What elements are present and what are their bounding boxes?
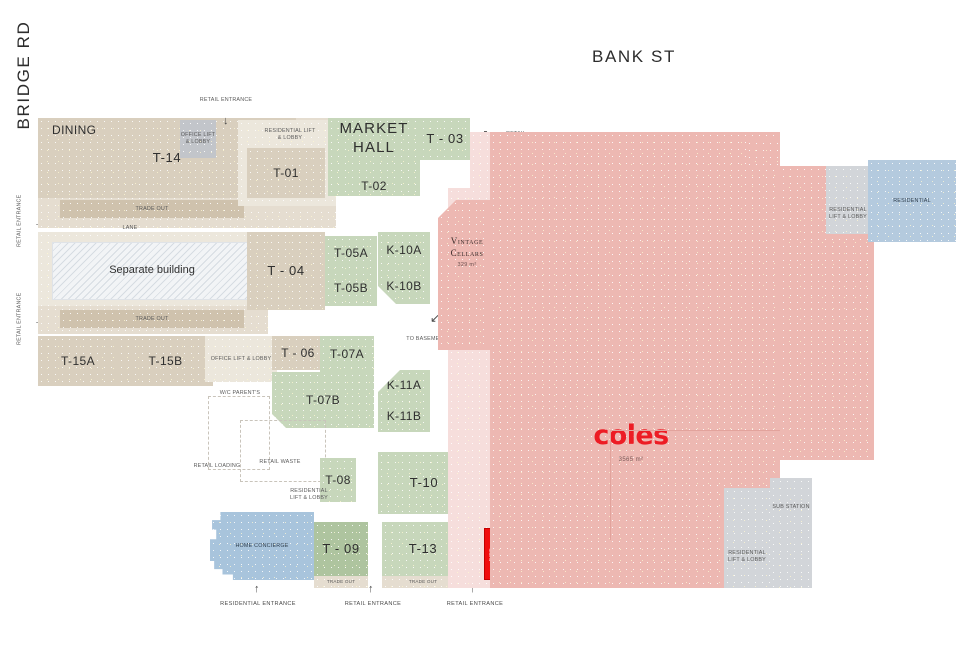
tenancy-label-t14: T-14 xyxy=(152,149,182,165)
tenancy-t15b[interactable]: T-15B xyxy=(118,336,213,386)
home-concierge[interactable]: HOME CONCIERGE xyxy=(210,512,314,580)
residential-block-ne[interactable]: RESIDENTIAL xyxy=(868,160,956,242)
retail-loading-label: RETAIL LOADING xyxy=(193,462,241,469)
arrow-up-icon-retail-entrance-mid: ↑ xyxy=(368,583,374,595)
tenancy-t15a[interactable]: T-15A xyxy=(38,336,118,386)
tenancy-t06[interactable]: T - 06 xyxy=(272,336,324,370)
tenancy-t01[interactable]: T-01 xyxy=(247,148,325,198)
office-lift-lobby-label-mid: OFFICE LIFT & LOBBY xyxy=(210,355,272,362)
residential-lift-lobby-label-se: RESIDENTIAL LIFT & LOBBY xyxy=(728,550,766,563)
separate-building[interactable]: Separate building xyxy=(52,242,252,300)
residential-lift-lobby-label-north: RESIDENTIAL LIFT & LOBBY xyxy=(264,128,316,141)
tenancy-label-t05b[interactable]: T-05B xyxy=(333,281,368,295)
tenancy-label-t01: T-01 xyxy=(273,165,299,180)
trade-out-label-t09: TRADE OUT xyxy=(326,579,356,585)
tenancy-label-t05a[interactable]: T-05A xyxy=(333,246,368,260)
tenancy-label-k10b[interactable]: K-10B xyxy=(386,278,422,293)
tenancy-t07b[interactable]: T-07B xyxy=(272,372,374,428)
retail-waste-label: RETAIL WASTE xyxy=(259,458,301,465)
tenancy-label-t10: T-10 xyxy=(409,474,439,490)
arrow-diagonal-icon-basement: ↙ xyxy=(430,311,441,325)
vintage-cellars-area: 329 m² xyxy=(457,262,477,269)
sub-station-label: SUB STATION xyxy=(772,503,810,510)
trade-out-zone-t13: TRADE OUT xyxy=(382,576,464,588)
service-zone-outline-a xyxy=(208,396,270,470)
office-lift-lobby-north[interactable]: OFFICE LIFT & LOBBY xyxy=(180,120,216,158)
tenancy-t09[interactable]: T - 09 xyxy=(314,522,368,576)
tenancy-t08[interactable]: T-08 xyxy=(320,458,356,502)
tenancy-label-t03: T - 03 xyxy=(426,130,464,146)
tenancy-label-t06: T - 06 xyxy=(281,345,315,360)
anchor-coles-wordmark: coles xyxy=(593,420,669,452)
anchor-vintage-cellars[interactable]: Vintage Cellars 329 m² xyxy=(438,200,496,350)
tenancy-t03[interactable]: T - 03 xyxy=(420,118,470,160)
tenancy-block-k10: K-10A K-10B xyxy=(378,232,430,304)
wc-parents-label: W/C PARENT'S xyxy=(219,389,261,396)
tenancy-t02[interactable]: MARKET HALL T-02 xyxy=(328,118,420,196)
entrance-label-west-lower: RETAIL ENTRANCE xyxy=(16,292,23,346)
entrance-label-retail-south-east: RETAIL ENTRANCE xyxy=(446,600,504,607)
sub-station[interactable]: SUB STATION xyxy=(770,478,812,588)
residential-lift-lobby-label-mid: RESIDENTIAL LIFT & LOBBY xyxy=(290,488,328,501)
tenancy-label-t15a: T-15A xyxy=(60,353,95,368)
residential-lift-lobby-ne[interactable]: RESIDENTIAL LIFT & LOBBY xyxy=(826,166,870,234)
office-lift-lobby-label-north: OFFICE LIFT & LOBBY xyxy=(180,132,216,145)
street-label-bridge-rd: BRIDGE RD xyxy=(14,20,34,130)
tenancy-t07a[interactable]: T-07A xyxy=(320,336,374,372)
anchor-coles-north-notch xyxy=(746,140,780,170)
vintage-cellars-line1: Vintage xyxy=(450,235,484,246)
tenancy-label-k10a[interactable]: K-10A xyxy=(386,242,422,257)
entrance-label-north-retail: RETAIL ENTRANCE xyxy=(199,96,253,103)
tenancy-block-t05: T-05A T-05B xyxy=(325,236,377,306)
trade-out-zone-t09: TRADE OUT xyxy=(314,576,368,588)
residential-lift-lobby-label-ne: RESIDENTIAL LIFT & LOBBY xyxy=(829,207,867,220)
trade-out-zone-upper: TRADE OUT xyxy=(60,200,244,218)
arrow-up-icon-retail-entrance-east: ↑ xyxy=(470,583,476,595)
tenancy-t04[interactable]: T - 04 xyxy=(247,232,325,310)
arrow-up-icon-residential-entrance: ↑ xyxy=(254,583,260,595)
tenancy-label-t07a: T-07A xyxy=(329,346,364,361)
trade-out-label-upper: TRADE OUT xyxy=(135,205,169,212)
office-lift-lobby-mid[interactable]: OFFICE LIFT & LOBBY xyxy=(205,336,277,382)
service-zone-outline-b xyxy=(240,420,326,482)
entrance-label-retail-south-mid: RETAIL ENTRANCE xyxy=(344,600,402,607)
tenancy-label-t07b: T-07B xyxy=(305,392,340,407)
lane-label: LANE xyxy=(122,224,138,231)
residential-label-ne: RESIDENTIAL xyxy=(893,197,931,204)
arrow-down-icon-north-retail: ↓ xyxy=(223,115,229,127)
separate-building-label: Separate building xyxy=(109,264,195,277)
trade-out-zone-lower: TRADE OUT xyxy=(60,310,244,328)
tenancy-label-t02: T-02 xyxy=(361,179,387,194)
tenancy-label-t08: T-08 xyxy=(325,472,351,487)
vintage-cellars-line2: Cellars xyxy=(450,248,484,259)
tenancy-label-k11a[interactable]: K-11A xyxy=(386,378,422,392)
anchor-coles-area: 3565 m² xyxy=(618,457,644,464)
zone-label-market-hall: MARKET HALL xyxy=(339,119,409,156)
street-label-bank-st: BANK ST xyxy=(592,47,676,67)
home-concierge-label: HOME CONCIERGE xyxy=(235,542,289,549)
zone-label-dining: DINING xyxy=(52,122,97,137)
entrance-label-west-upper: RETAIL ENTRANCE xyxy=(16,194,23,248)
tenancy-label-t15b: T-15B xyxy=(148,353,183,368)
tenancy-block-k11: K-11A K-11B xyxy=(378,370,430,432)
tenancy-label-t09: T - 09 xyxy=(322,540,360,556)
residential-lift-lobby-se[interactable]: RESIDENTIAL LIFT & LOBBY xyxy=(724,488,770,588)
trade-out-label-t13: TRADE OUT xyxy=(408,579,438,585)
entrance-label-residential-south: RESIDENTIAL ENTRANCE xyxy=(220,600,296,607)
tenancy-label-t13: T-13 xyxy=(408,540,438,556)
coles-internal-partition xyxy=(610,430,780,540)
trade-out-label-lower: TRADE OUT xyxy=(135,315,169,322)
tenancy-label-t04: T - 04 xyxy=(267,262,305,278)
tenancy-label-k11b[interactable]: K-11B xyxy=(386,409,422,423)
